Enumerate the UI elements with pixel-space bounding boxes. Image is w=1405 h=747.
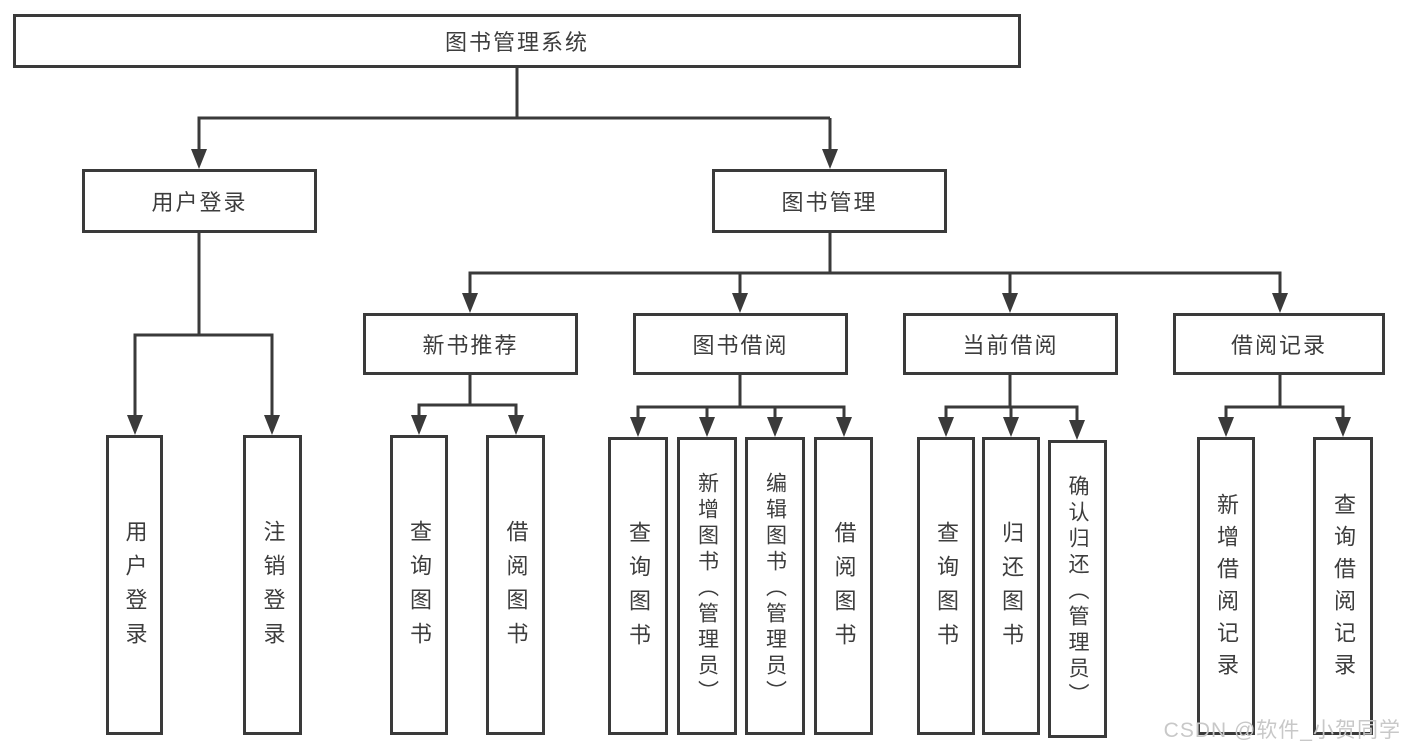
node-borrowing-records: 借阅记录 <box>1173 313 1385 375</box>
edge-book-borrowing-children <box>636 375 846 419</box>
watermark: CSDN @软件_小贺同学 <box>1163 719 1401 742</box>
leaf-query-borrow-record: 查询借阅记录 <box>1313 437 1373 735</box>
arrow-down-icon <box>1335 417 1351 437</box>
arrow-down-icon <box>699 417 715 437</box>
edge-current-borrowing-children <box>944 375 1079 421</box>
arrow-down-icon <box>462 293 478 313</box>
edge-new-book-children <box>417 375 518 417</box>
arrow-down-icon <box>836 417 852 437</box>
edge-borrowing-records-children <box>1224 375 1345 419</box>
arrow-down-icon <box>508 415 524 435</box>
arrow-down-icon <box>1069 420 1085 440</box>
node-root: 图书管理系统 <box>13 14 1021 68</box>
leaf-borrow-books: 借阅图书 <box>814 437 873 735</box>
edge-root-to-level2 <box>197 68 832 151</box>
leaf-borrow-books-recommend: 借阅图书 <box>486 435 545 735</box>
node-book-borrowing: 图书借阅 <box>633 313 848 375</box>
leaf-logout-login: 注销登录 <box>243 435 302 735</box>
leaf-return-books: 归还图书 <box>982 437 1040 735</box>
arrow-down-icon <box>732 293 748 313</box>
arrow-down-icon <box>191 149 207 169</box>
arrow-down-icon <box>630 417 646 437</box>
arrow-down-icon <box>767 417 783 437</box>
arrow-down-icon <box>1003 417 1019 437</box>
leaf-edit-books-admin: 编辑图书（管理员） <box>745 437 805 735</box>
arrow-down-icon <box>938 417 954 437</box>
leaf-add-books-admin: 新增图书（管理员） <box>677 437 737 735</box>
arrow-down-icon <box>127 415 143 435</box>
node-current-borrowing: 当前借阅 <box>903 313 1118 375</box>
leaf-query-books-recommend: 查询图书 <box>390 435 448 735</box>
arrow-down-icon <box>411 415 427 435</box>
leaf-add-borrow-record: 新增借阅记录 <box>1197 437 1255 735</box>
node-new-book-recommendation: 新书推荐 <box>363 313 578 375</box>
arrow-down-icon <box>1002 293 1018 313</box>
node-user-login: 用户登录 <box>82 169 317 233</box>
arrow-down-icon <box>264 415 280 435</box>
leaf-confirm-return-admin: 确认归还（管理员） <box>1048 440 1107 738</box>
node-book-management: 图书管理 <box>712 169 947 233</box>
leaf-query-books-current: 查询图书 <box>917 437 975 735</box>
leaf-query-books-borrow: 查询图书 <box>608 437 668 735</box>
arrow-down-icon <box>1272 293 1288 313</box>
edge-book-management-children <box>468 233 1282 295</box>
edge-user-login-children <box>133 233 274 417</box>
arrow-down-icon <box>822 149 838 169</box>
arrow-down-icon <box>1218 417 1234 437</box>
leaf-user-login: 用户登录 <box>106 435 163 735</box>
